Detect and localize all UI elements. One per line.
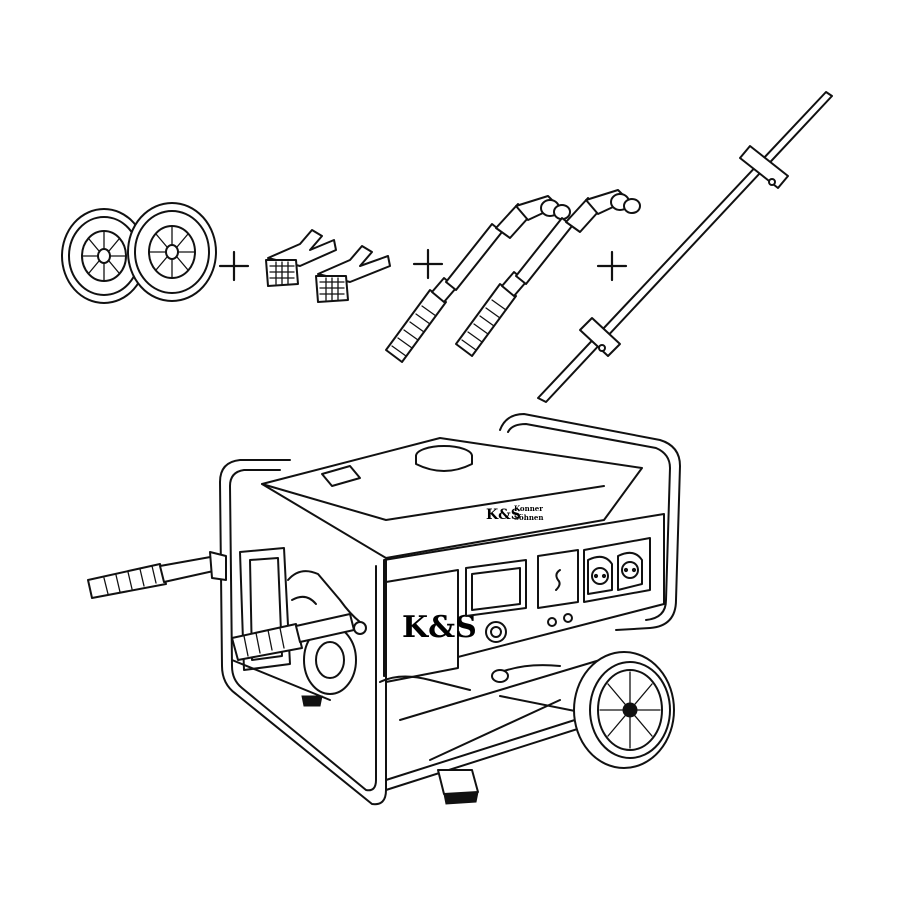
plus-icon [596,250,628,282]
badge-line1: Konner [514,504,543,513]
transport-wheels-icon [61,202,217,304]
wheel-axle-icon [537,91,833,403]
badge-logo: K&S [486,507,521,523]
generator-icon: K&S K&S Konner Söhnen [87,413,681,806]
panel-logo: K&S [402,610,477,645]
plus-icon [218,250,250,282]
carry-handles-icon [385,189,641,363]
badge-line2: Söhnen [514,513,543,522]
plus-icon [412,248,444,280]
rubber-feet-brackets-icon [265,229,391,303]
